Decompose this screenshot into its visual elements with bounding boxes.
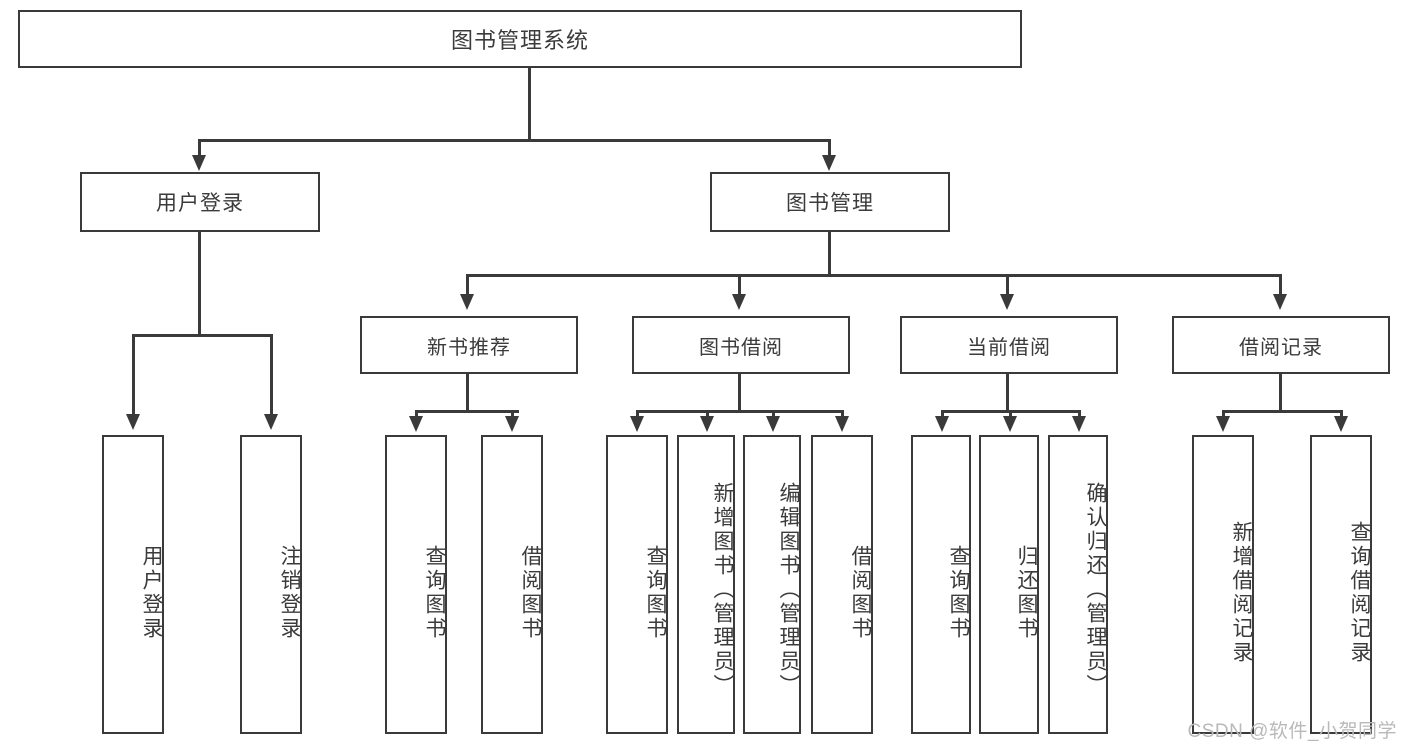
arrowhead-book-borrow (732, 294, 746, 310)
leaf-borrow-record-query-record[interactable]: 查询借阅记录 (1310, 435, 1372, 734)
connector-user-login-bus (132, 334, 270, 337)
arrowhead-bb-leaf-2 (700, 416, 714, 432)
connector-drop-book-management (828, 139, 831, 157)
connector-borrow-record-bus (1222, 410, 1341, 413)
connector-book-borrow-trunk (738, 374, 741, 411)
leaf-new-book-recommend-query-book[interactable]: 查询图书 (385, 435, 447, 734)
connector-root-trunk (528, 68, 531, 140)
node-root-book-management-system[interactable]: 图书管理系统 (18, 10, 1022, 68)
node-label: 图书管理 (786, 192, 874, 215)
connector-drop-bb-leaf-3 (772, 410, 775, 418)
node-user-login[interactable]: 用户登录 (80, 172, 320, 232)
connector-level2-bus (466, 274, 1282, 277)
arrowhead-leaf-user-login-2 (264, 414, 278, 430)
node-label: 查询借阅记录 (1348, 520, 1371, 665)
node-new-book-recommend[interactable]: 新书推荐 (360, 316, 578, 374)
node-label: 注销登录 (278, 544, 301, 641)
connector-drop-bb-leaf-1 (636, 410, 639, 418)
arrowhead-cb-leaf-3 (1072, 416, 1086, 432)
node-book-management[interactable]: 图书管理 (710, 172, 950, 232)
arrowhead-br-leaf-2 (1334, 416, 1348, 432)
node-label: 当前借阅 (967, 336, 1051, 359)
node-label: 图书借阅 (699, 336, 783, 359)
node-label: 借阅图书 (849, 544, 872, 641)
node-current-borrow[interactable]: 当前借阅 (900, 316, 1118, 374)
arrowhead-new-book-recommend (460, 294, 474, 310)
node-label: 用户登录 (156, 192, 244, 215)
node-label: 借阅记录 (1239, 336, 1323, 359)
node-label: 新增图书（管理员） (711, 481, 734, 698)
arrowhead-br-leaf-1 (1216, 416, 1230, 432)
connector-drop-bb-leaf-2 (706, 410, 709, 418)
connector-new-book-recommend-trunk (466, 374, 469, 411)
leaf-borrow-record-add-record[interactable]: 新增借阅记录 (1192, 435, 1254, 734)
arrowhead-nbr-leaf-1 (409, 416, 423, 432)
connector-drop-new-book-recommend (466, 274, 469, 296)
connector-drop-borrow-record (1279, 274, 1282, 296)
connector-drop-br-leaf-2 (1340, 410, 1343, 418)
arrowhead-cb-leaf-2 (1003, 416, 1017, 432)
node-label: 新增借阅记录 (1230, 520, 1253, 665)
leaf-book-borrow-edit-book-admin[interactable]: 编辑图书（管理员） (743, 435, 801, 734)
connector-drop-user-login (198, 139, 201, 157)
node-label: 图书管理系统 (450, 28, 589, 53)
connector-user-login-trunk (198, 232, 201, 335)
connector-new-book-recommend-bus (415, 410, 519, 413)
connector-drop-cb-leaf-3 (1078, 410, 1081, 418)
node-label: 查询图书 (644, 544, 667, 641)
connector-drop-book-borrow (738, 274, 741, 296)
arrowhead-user-login (192, 155, 206, 171)
leaf-current-borrow-confirm-return-admin[interactable]: 确认归还（管理员） (1048, 435, 1108, 734)
connector-drop-nbr-leaf-1 (415, 410, 418, 418)
leaf-book-borrow-query-book[interactable]: 查询图书 (606, 435, 668, 734)
leaf-book-borrow-add-book-admin[interactable]: 新增图书（管理员） (677, 435, 735, 734)
node-label: 借阅图书 (519, 544, 542, 641)
arrowhead-leaf-user-login-1 (126, 414, 140, 430)
connector-current-borrow-trunk (1006, 374, 1009, 411)
connector-drop-cb-leaf-1 (941, 410, 944, 418)
connector-book-management-trunk (828, 232, 831, 275)
node-borrow-record[interactable]: 借阅记录 (1172, 316, 1390, 374)
node-label: 归还图书 (1015, 544, 1038, 641)
leaf-book-borrow-borrow-book[interactable]: 借阅图书 (811, 435, 873, 734)
leaf-user-login-login[interactable]: 用户登录 (102, 435, 164, 734)
arrowhead-cb-leaf-1 (935, 416, 949, 432)
node-label: 编辑图书（管理员） (777, 481, 800, 698)
connector-borrow-record-trunk (1279, 374, 1282, 411)
arrowhead-bb-leaf-4 (835, 416, 849, 432)
leaf-new-book-recommend-borrow-book[interactable]: 借阅图书 (481, 435, 543, 734)
arrowhead-borrow-record (1273, 294, 1287, 310)
arrowhead-bb-leaf-3 (766, 416, 780, 432)
leaf-user-login-logout[interactable]: 注销登录 (240, 435, 302, 734)
node-label: 新书推荐 (427, 336, 511, 359)
arrowhead-nbr-leaf-2 (505, 416, 519, 432)
connector-drop-nbr-leaf-2 (511, 410, 514, 418)
connector-drop-leaf-user-login-2 (270, 334, 273, 416)
node-label: 用户登录 (140, 544, 163, 641)
node-label: 查询图书 (947, 544, 970, 641)
connector-drop-br-leaf-1 (1222, 410, 1225, 418)
node-label: 查询图书 (423, 544, 446, 641)
connector-drop-current-borrow (1006, 274, 1009, 296)
connector-level1-bus (198, 139, 830, 142)
leaf-current-borrow-return-book[interactable]: 归还图书 (979, 435, 1039, 734)
connector-drop-cb-leaf-2 (1009, 410, 1012, 418)
connector-book-borrow-bus (636, 410, 844, 413)
leaf-current-borrow-query-book[interactable]: 查询图书 (911, 435, 971, 734)
arrowhead-book-management (822, 155, 836, 171)
node-book-borrow[interactable]: 图书借阅 (632, 316, 850, 374)
node-label: 确认归还（管理员） (1084, 481, 1107, 698)
arrowhead-bb-leaf-1 (630, 416, 644, 432)
connector-drop-leaf-user-login-1 (132, 334, 135, 416)
arrowhead-current-borrow (1000, 294, 1014, 310)
connector-drop-bb-leaf-4 (841, 410, 844, 418)
